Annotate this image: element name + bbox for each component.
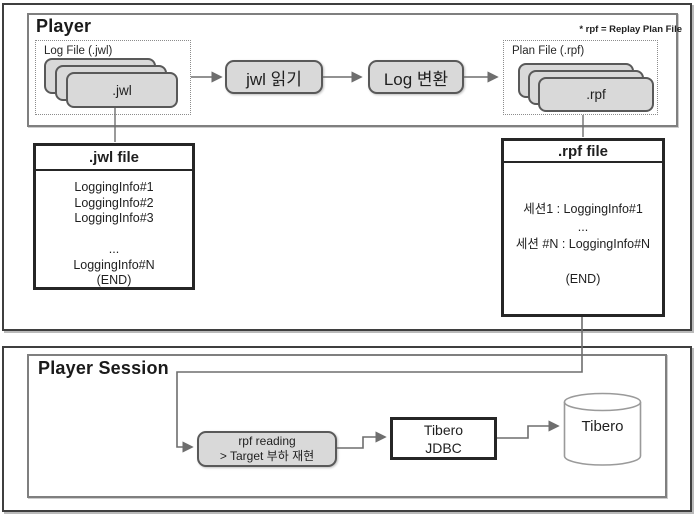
file-content-line: (END) [96,273,132,287]
log-convert-step: Log 변환 [368,60,464,94]
file-content-line [504,254,662,272]
jwl-file-box-title: .jwl file [36,146,192,171]
file-content-line: 세션 #N : LoggingInfo#N [515,237,651,251]
rpf-note: * rpf = Replay Plan File [579,24,682,35]
file-content-line: ... [108,242,120,256]
file-content-line: LoggingInfo#N [73,257,155,272]
tibero-database: Tibero [563,392,642,467]
file-content-line: ... [577,219,589,234]
rpf-file-box-content: 세션1 : LoggingInfo#1... 세션 #N : LoggingInf… [504,163,662,289]
file-content-line: LoggingInfo#3 [74,211,154,225]
file-content-line: 세션1 : LoggingInfo#1 [523,202,643,216]
database-cylinder-icon [563,392,642,466]
rpf-card-label: .rpf [586,87,606,102]
tibero-jdbc-line1: Tibero [423,421,464,438]
player-group-frame [27,13,678,127]
jwl-read-step: jwl 읽기 [225,60,323,94]
jwl-card-front: .jwl [66,72,178,108]
player-title: Player [36,16,92,36]
file-content-line: LoggingInfo#2 [74,195,154,210]
file-content-line [36,227,192,243]
rpf-reading-step: rpf reading > Target 부하 재현 [197,431,337,467]
rpf-card-front: .rpf [538,77,654,112]
file-content-line: (END) [565,272,601,286]
jwl-card-label: .jwl [112,82,132,98]
log-file-group: Log File (.jwl) .jwl [35,40,191,115]
rpf-file-box: .rpf file 세션1 : LoggingInfo#1... 세션 #N : … [501,138,665,317]
plan-file-group: Plan File (.rpf) .rpf [503,40,658,115]
tibero-database-label: Tibero [581,418,624,435]
tibero-jdbc-box: Tibero JDBC [390,417,497,460]
player-session-title: Player Session [38,358,169,378]
rpf-reading-line1: rpf reading [238,434,296,448]
tibero-jdbc-line2: JDBC [425,439,462,456]
rpf-reading-line2: > Target 부하 재현 [219,449,315,463]
log-file-group-label: Log File (.jwl) [44,45,113,57]
plan-file-group-label: Plan File (.rpf) [512,45,585,57]
file-content-line: LoggingInfo#1 [74,180,154,194]
rpf-file-box-title: .rpf file [504,141,662,163]
